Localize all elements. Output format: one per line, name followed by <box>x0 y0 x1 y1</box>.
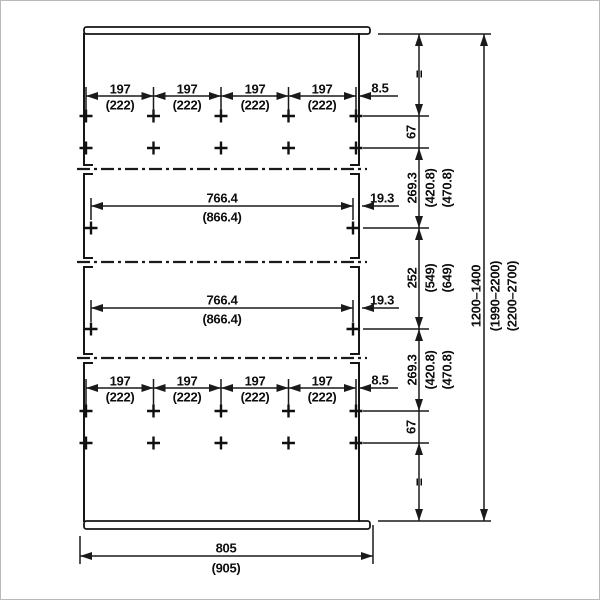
dim-top-seg4: 197 <box>312 82 333 97</box>
dim-upper-panel-edge: 19.3 <box>370 191 394 206</box>
dimension-lower-panel: 766.4 (866.4) 19.3 <box>90 293 399 327</box>
dim-bottom-seg1-alt: (222) <box>106 390 135 405</box>
dim-overall-width-alt: (905) <box>212 561 241 576</box>
dim-bottom-seg3: 197 <box>245 374 266 389</box>
dim-top-seg2-alt: (222) <box>173 98 202 113</box>
hole-row-top-2 <box>78 140 364 156</box>
dimension-top-row: 197 (222) 197 (222) 197 (222) 197 (222) … <box>85 81 398 114</box>
dim-top-seg1-alt: (222) <box>106 98 135 113</box>
dimension-bottom-row: 197 (222) 197 (222) 197 (222) 197 (222) … <box>85 373 398 405</box>
dim-overall-height-alt2: (2200–2700) <box>505 261 520 331</box>
dim-lower-panel-edge: 19.3 <box>370 293 394 308</box>
dim-equal-top: = <box>411 70 427 78</box>
dim-upper-panel-alt: (866.4) <box>202 210 241 225</box>
dim-bottom-seg3-alt: (222) <box>241 390 270 405</box>
dim-top-seg4-alt: (222) <box>308 98 337 113</box>
centerlines <box>77 167 367 360</box>
dim-pitch-bottom: 269.3 <box>405 354 420 385</box>
dim-top-seg3-alt: (222) <box>241 98 270 113</box>
dim-pitch-top-alt2: (470.8) <box>440 168 455 207</box>
bottom-flange <box>83 520 371 530</box>
dim-pitch-bottom-alt2: (470.8) <box>440 350 455 389</box>
dim-mid-alt2: (649) <box>440 264 455 293</box>
dim-mid-alt1: (549) <box>423 264 438 293</box>
body-section-3 <box>83 266 360 355</box>
dim-gap-bottom: 67 <box>404 420 419 434</box>
dim-pitch-top-alt1: (420.8) <box>423 168 438 207</box>
dim-bottom-edge-offset: 8.5 <box>371 373 388 388</box>
dimension-right-chain: = 67 269.3 (420.8) (470.8) 252 (549) (64… <box>363 33 491 522</box>
dim-bottom-seg2-alt: (222) <box>173 390 202 405</box>
dimension-upper-panel: 766.4 (866.4) 19.3 <box>90 191 399 225</box>
dim-mid: 252 <box>405 268 420 289</box>
dimension-overall-width: 805 (905) <box>79 525 374 576</box>
dim-bottom-seg2: 197 <box>177 374 198 389</box>
dim-bottom-seg4-alt: (222) <box>308 390 337 405</box>
dim-equal-bottom: = <box>411 478 427 486</box>
dim-top-seg3: 197 <box>245 82 266 97</box>
hole-row-bottom-2 <box>78 435 364 451</box>
dim-top-seg2: 197 <box>177 82 198 97</box>
body-section-2 <box>83 173 360 259</box>
dim-top-seg1: 197 <box>110 82 131 97</box>
dimension-overall-height: 1200–1400 (1990–2200) (2200–2700) <box>469 34 520 521</box>
top-flange <box>83 26 371 35</box>
dim-lower-panel-alt: (866.4) <box>202 312 241 327</box>
dim-bottom-seg4: 197 <box>312 374 333 389</box>
dim-overall-width: 805 <box>216 541 237 556</box>
dim-gap-top: 67 <box>404 125 419 139</box>
dim-top-edge-offset: 8.5 <box>371 81 388 96</box>
hole-row-bottom-1 <box>78 403 364 419</box>
dim-pitch-top: 269.3 <box>405 172 420 203</box>
dim-upper-panel-value: 766.4 <box>206 191 238 206</box>
dim-lower-panel-value: 766.4 <box>206 293 238 308</box>
dim-overall-height-alt1: (1990–2200) <box>488 261 503 331</box>
dim-pitch-bottom-alt1: (420.8) <box>423 350 438 389</box>
dim-overall-height: 1200–1400 <box>469 265 484 327</box>
dim-bottom-seg1: 197 <box>110 374 131 389</box>
